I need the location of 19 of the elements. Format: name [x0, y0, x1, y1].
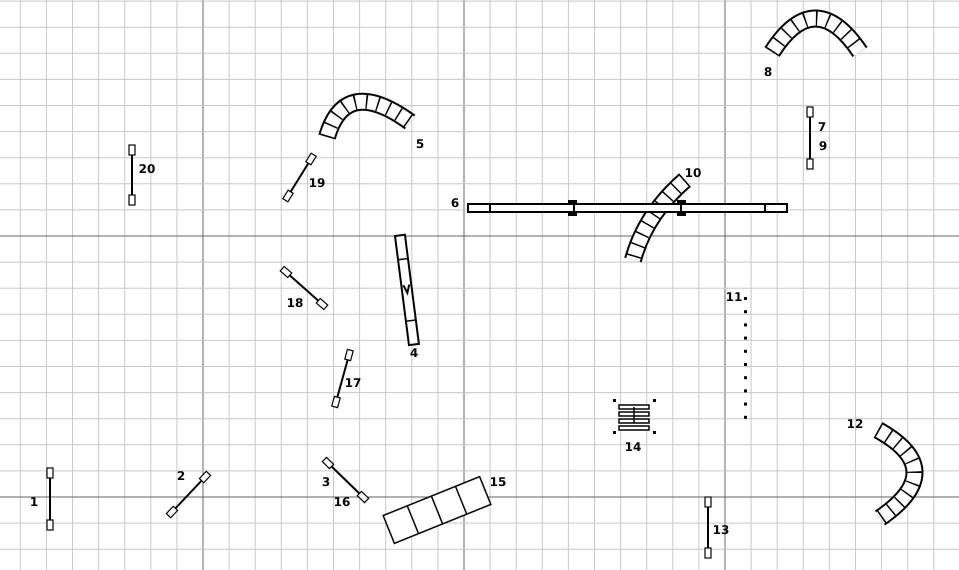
obstacle-number: 11	[726, 290, 742, 304]
obstacle-number: 4	[410, 346, 418, 360]
obstacle-number: 10	[684, 166, 702, 180]
obstacle-number: 18	[286, 296, 304, 310]
obstacle-number: 19	[308, 176, 326, 190]
obstacle-number: 15	[490, 475, 506, 489]
obstacle-number: 17	[344, 376, 362, 390]
obstacle-number: 2	[176, 469, 186, 483]
obstacle-number: 12	[846, 417, 864, 431]
obstacle-number: 14	[624, 440, 642, 454]
obstacle-number: 9	[818, 139, 828, 153]
obstacle-number: 20	[138, 162, 156, 176]
obstacle-number: 3	[322, 475, 330, 489]
obstacle-number: 6	[450, 196, 460, 210]
obstacle-number: 16	[334, 495, 350, 509]
obstacle-number: 5	[416, 137, 424, 151]
obstacle-number: 7	[818, 120, 826, 134]
obstacle-number: 8	[764, 65, 772, 79]
obstacle-number: 1	[30, 495, 38, 509]
